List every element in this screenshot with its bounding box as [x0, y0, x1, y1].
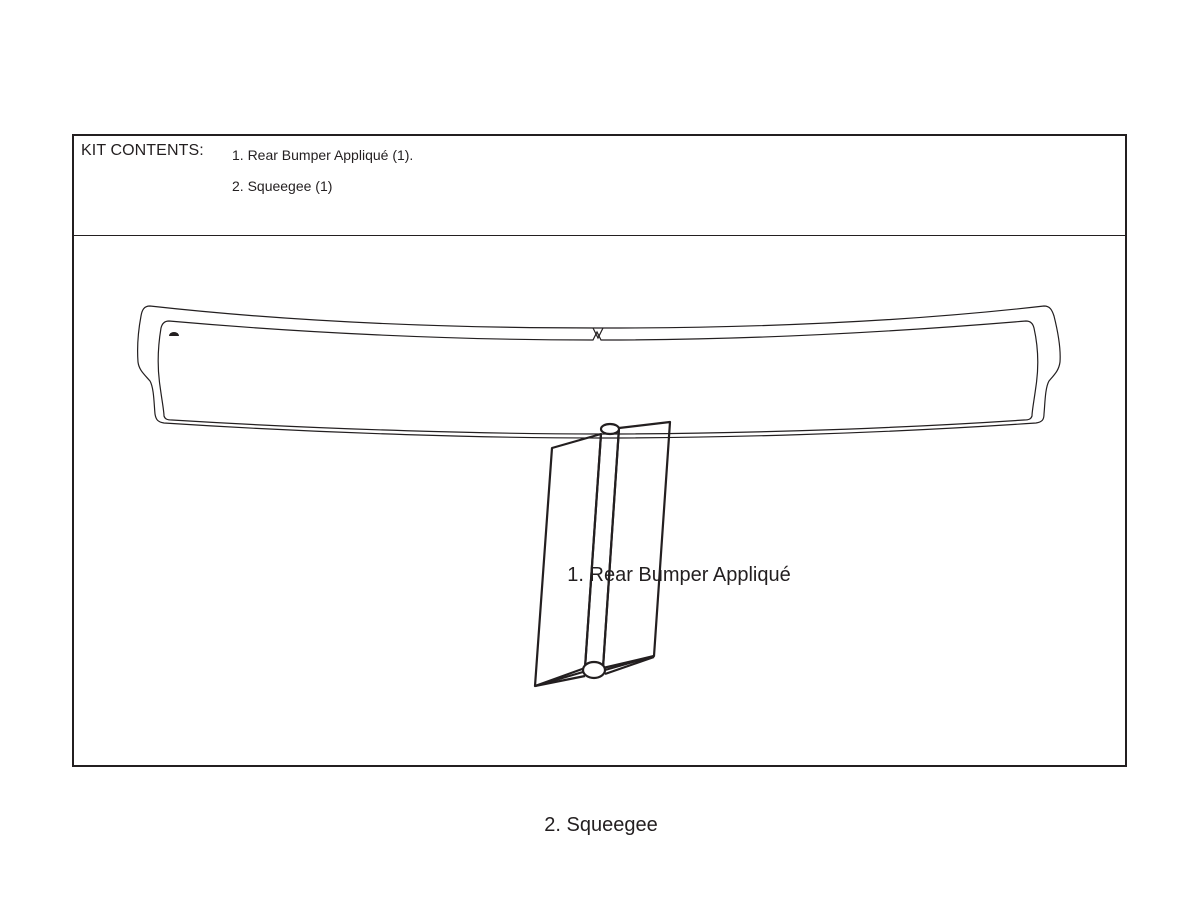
bumper-caption: 1. Rear Bumper Appliqué — [567, 564, 791, 586]
kit-item-squeegee: 2. Squeegee (1) — [232, 178, 333, 194]
kit-contents-header: KIT CONTENTS: 1. Rear Bumper Appliqué (1… — [74, 136, 1125, 236]
kit-contents-label: KIT CONTENTS: — [81, 142, 204, 159]
kit-contents-frame: KIT CONTENTS: 1. Rear Bumper Appliqué (1… — [72, 134, 1127, 836]
illustrations-svg — [137, 305, 1061, 688]
squeegee-caption: 2. Squeegee — [544, 814, 658, 836]
rear-bumper-applique-icon — [137, 305, 1061, 439]
squeegee-icon — [533, 420, 672, 688]
kit-item-bumper-applique: 1. Rear Bumper Appliqué (1). — [232, 147, 414, 163]
illustration-area: 1. Rear Bumper Appliqué 2. Squeegee — [74, 236, 1125, 836]
